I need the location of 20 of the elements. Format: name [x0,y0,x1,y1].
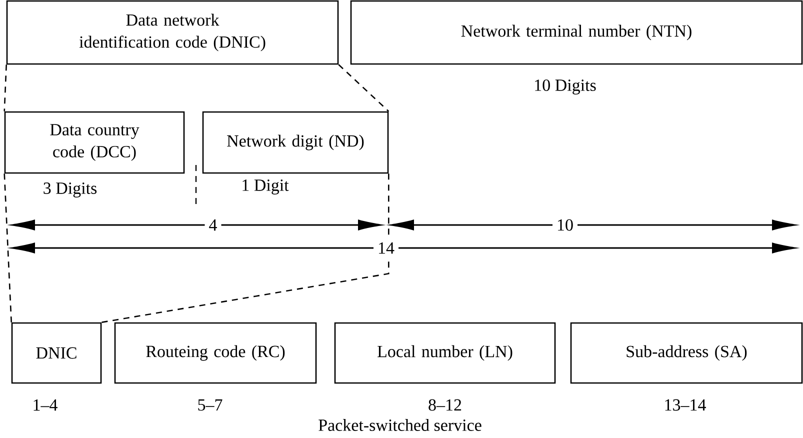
field-box: Network terminal number (NTN) [350,0,803,65]
digit-count-text: 10 Digits [535,80,596,94]
field-box: Sub-address (SA) [570,322,803,384]
dashed-line [338,64,390,112]
digit-count-text: 1 Digit [242,180,289,194]
caption: Packet-switched service [318,419,482,431]
field-box: Network digit (ND) [202,111,389,174]
field-box: Data country code (DCC) [4,111,185,174]
field-box: Data network identification code (DNIC) [6,0,339,65]
field-box: DNIC [11,322,102,384]
dashed-line [4,174,12,322]
field-box: Routeing code (RC) [114,322,317,384]
field-box: Local number (LN) [334,322,556,384]
digit-count-text: 8–12 [428,399,462,411]
digit-count-text: 13–14 [665,399,706,411]
dashed-line [4,64,8,112]
dashed-line [102,174,390,323]
digit-count-text: 1–4 [34,399,58,411]
digit-count-text: 5–7 [198,399,222,411]
digit-count-text: 3 Digits [44,182,97,198]
